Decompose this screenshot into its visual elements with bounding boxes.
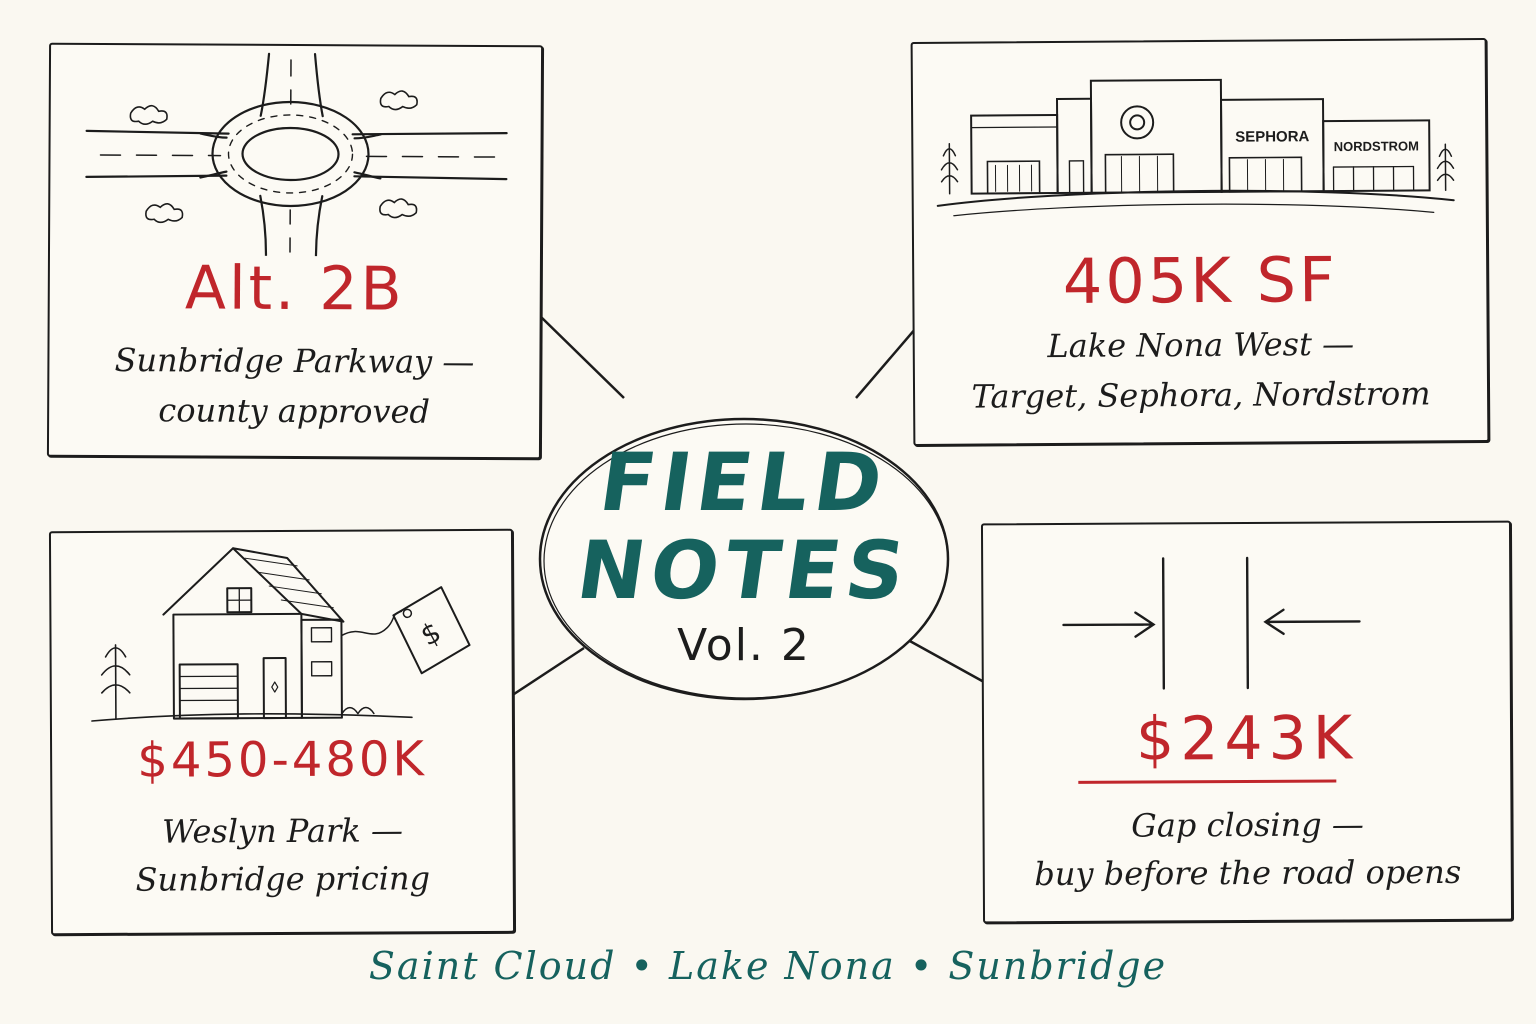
hub-title-line1: FIELD [594,436,894,529]
roundabout-stat: Alt. 2B [184,253,405,325]
connector-top-left [539,315,625,399]
housing-caption-line1: Weslyn Park — [162,811,403,851]
nordstrom-sign: NORDSTROM [1334,138,1419,154]
connector-bottom-right [907,638,985,684]
housing-stat: $450-480K [137,731,428,789]
sephora-sign: SEPHORA [1235,128,1309,146]
housing-caption-line2: Sunbridge pricing [135,859,431,899]
gap-caption-line1: Gap closing — [1131,805,1364,845]
retail-stat: 405K SF [1062,243,1338,318]
roundabout-icon [85,52,508,258]
price-gap-card: $243K Gap closing — buy before the road … [980,520,1514,924]
roundabout-caption-line2: county approved [158,391,431,431]
field-notes-hub: FIELD NOTES Vol. 2 [534,414,954,704]
price-tag-symbol: $ [415,615,446,653]
retail-caption-line2: Target, Sephora, Nordstrom [971,374,1431,416]
housing-card: $ $450-480K Weslyn Park — Sunbridge pric… [48,528,516,936]
shopping-center-icon: SEPHORA NORDSTROM [936,78,1455,217]
retail-card: SEPHORA NORDSTROM 405K SF Lake Nona West… [910,37,1490,447]
roundabout-card: Alt. 2B Sunbridge Parkway — county appro… [46,42,544,460]
gap-caption-line2: buy before the road opens [1034,852,1462,894]
retail-caption-line1: Lake Nona West — [1047,324,1355,366]
hub-oval [538,417,950,701]
footer-locations: Saint Cloud • Lake Nona • Sunbridge [368,944,1168,988]
roundabout-caption-line1: Sunbridge Parkway — [114,341,475,381]
gap-stat-underline [1078,779,1337,784]
hub-volume: Vol. 2 [677,620,811,671]
gap-stat: $243K [1135,703,1359,775]
converging-arrows-icon [1062,556,1361,690]
hub-title-line2: NOTES [571,524,917,617]
house-with-price-tag-icon: $ [91,547,471,722]
connector-bottom-left [507,646,585,700]
